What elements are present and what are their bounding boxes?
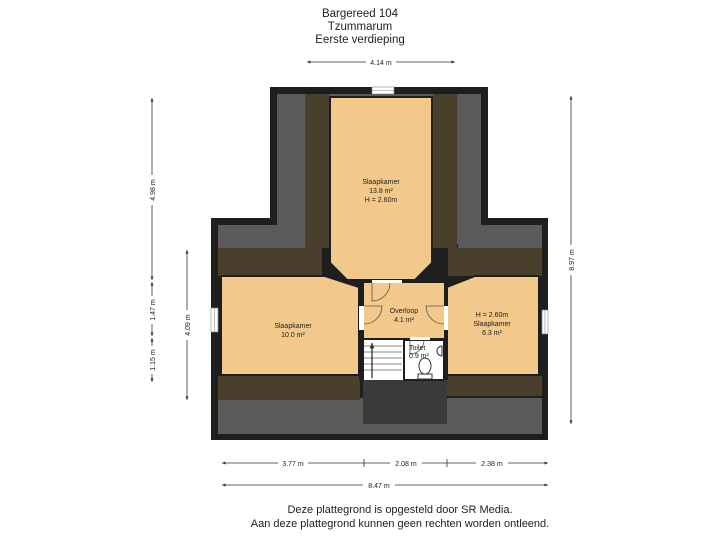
dimension-bottom-left-label: 3.77 m xyxy=(282,461,304,468)
dimension-left-inner: 4.09 m xyxy=(182,250,192,400)
window-left xyxy=(210,307,219,333)
toilet-area: 0.9 m² xyxy=(409,353,430,360)
dimension-bottom-total-label: 8.47 m xyxy=(368,483,390,490)
dimension-top-label: 4.14 m xyxy=(370,60,392,67)
door-toilet xyxy=(409,337,430,355)
dimension-top: 4.14 m xyxy=(307,57,455,67)
low-ceiling-bottom-left xyxy=(218,376,360,400)
plan-city: Tzummarum xyxy=(327,21,393,33)
roof-slope-left-wing xyxy=(218,225,318,250)
toilet-name: Toilet xyxy=(409,345,425,352)
landing-area: 4.1 m² xyxy=(394,317,415,324)
roof-slope-right-wing xyxy=(458,225,542,250)
bedroom-top-name: Slaapkamer xyxy=(362,179,400,186)
stair-void xyxy=(363,380,447,424)
low-ceiling-bottom-right xyxy=(447,376,542,396)
window-right xyxy=(541,309,549,335)
bedroom-right-area: 6.3 m² xyxy=(482,330,503,337)
bedroom-right-name: Slaapkamer xyxy=(473,321,511,328)
dimension-left-middle: 1.47 m xyxy=(147,282,157,336)
bedroom-left-area: 10.0 m² xyxy=(281,332,305,339)
plan-address: Bargereed 104 xyxy=(321,8,399,20)
dimension-bottom-total: 8.47 m xyxy=(222,480,548,490)
low-ceiling-right-wing xyxy=(448,248,542,276)
plan-floor-name: Eerste verdieping xyxy=(315,34,405,46)
dimension-bottom-middle-label: 2.08 m xyxy=(395,461,417,468)
door-landing-bedroom-right xyxy=(425,305,448,330)
footer-author-note: Deze plattegrond is opgesteld door SR Me… xyxy=(287,504,513,516)
low-ceiling-top-right xyxy=(433,94,457,248)
dimension-left-lower-label: 1.15 m xyxy=(150,349,157,371)
dimension-left-upper: 4.98 m xyxy=(147,98,157,280)
dimension-left-upper-label: 4.98 m xyxy=(150,179,157,201)
dimension-left-middle-label: 1.47 m xyxy=(150,299,157,321)
dimension-left-inner-label: 4.09 m xyxy=(185,314,192,336)
window-top xyxy=(371,86,395,95)
dimension-bottom-right-label: 2.38 m xyxy=(481,461,503,468)
dimension-left-lower: 1.15 m xyxy=(147,338,157,382)
door-landing-bedroom-top xyxy=(371,280,402,302)
toilet-bowl-icon xyxy=(417,357,433,380)
bedroom-right-height: H = 2.60m xyxy=(476,312,509,319)
dimension-bottom-segments: 3.77 m 2.08 m 2.38 m xyxy=(222,458,548,468)
bedroom-top-height: H = 2.60m xyxy=(365,197,398,204)
bedroom-top-area: 13.8 m² xyxy=(369,188,393,195)
bedroom-left-name: Slaapkamer xyxy=(274,323,312,330)
dimension-right: 8.97 m xyxy=(566,96,576,424)
room-floor-landing xyxy=(364,283,444,338)
low-ceiling-left-wing xyxy=(218,248,322,276)
low-ceiling-top-left xyxy=(305,94,329,248)
door-landing-bedroom-left xyxy=(359,305,383,330)
footer-disclaimer: Aan deze plattegrond kunnen geen rechten… xyxy=(250,518,550,530)
wash-basin-icon xyxy=(436,345,443,357)
dimension-right-label: 8.97 m xyxy=(569,249,576,271)
landing-name: Overloop xyxy=(390,308,419,315)
